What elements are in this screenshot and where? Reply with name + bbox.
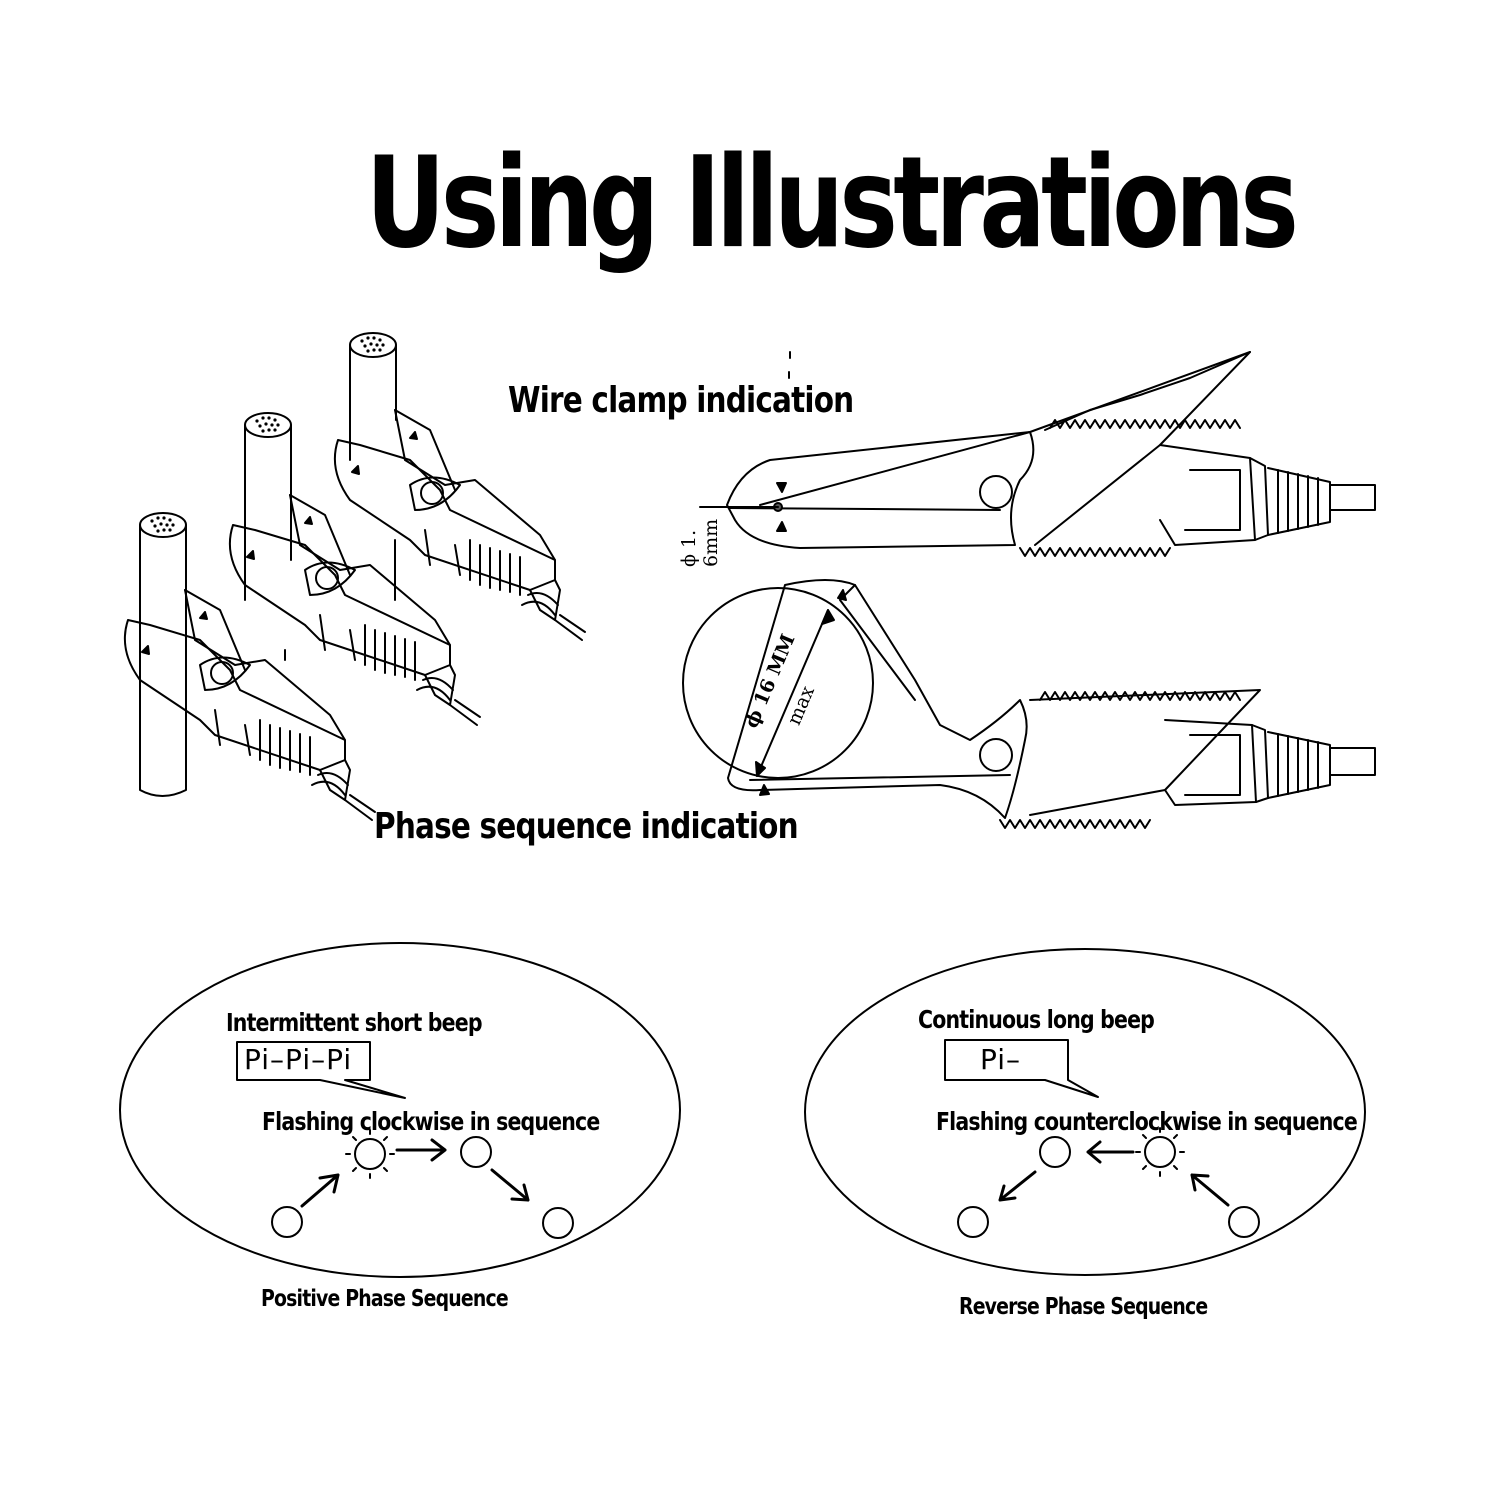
left-clamp-3 (333, 409, 586, 641)
wire-clamp-label: Wire clamp indication (508, 380, 854, 421)
left-clamp-2 (228, 494, 481, 726)
arrow-icon (1190, 1173, 1230, 1207)
reverse-lamps (957, 1127, 1260, 1238)
arrow-icon (490, 1168, 530, 1202)
right-clamp-closed (699, 351, 1376, 557)
lamp-icon (1039, 1136, 1071, 1168)
bus-bar-2 (244, 412, 292, 661)
positive-caption: Positive Phase Sequence (261, 1286, 509, 1312)
positive-beep-sound: Pi–Pi–Pi (244, 1043, 353, 1076)
arrow-icon (300, 1173, 340, 1208)
bus-bar-1 (139, 512, 187, 797)
arrow-icon (998, 1170, 1037, 1202)
positive-speech-box (236, 1041, 406, 1099)
reverse-oval (804, 948, 1366, 1276)
lamp-icon (1228, 1206, 1260, 1238)
lamp-icon (271, 1206, 303, 1238)
positive-flash-label: Flashing clockwise in sequence (262, 1107, 600, 1136)
positive-oval (119, 942, 681, 1278)
lamp-icon (460, 1136, 492, 1168)
reverse-caption: Reverse Phase Sequence (959, 1294, 1208, 1320)
page-title: Using Illustrations (365, 129, 1299, 276)
left-clamp-1 (123, 589, 376, 821)
lamp-lit-icon (1144, 1136, 1176, 1168)
bus-bar-3 (349, 332, 397, 601)
reverse-speech-box (944, 1039, 1099, 1098)
reverse-beep-label: Continuous long beep (918, 1005, 1155, 1034)
positive-beep-label: Intermittent short beep (226, 1008, 483, 1037)
lamp-icon (542, 1207, 574, 1239)
reverse-flash-label: Flashing counterclockwise in sequence (936, 1107, 1358, 1136)
right-clamp-open (682, 579, 1376, 829)
positive-lamps (271, 1129, 574, 1239)
lamp-icon (957, 1206, 989, 1238)
reverse-beep-sound: Pi– (980, 1043, 1022, 1076)
arrow-icon (1086, 1140, 1135, 1164)
arrow-icon (395, 1138, 447, 1162)
dimension-small: ϕ 1. 6mm (678, 518, 722, 567)
lamp-lit-icon (354, 1138, 386, 1170)
phase-sequence-label: Phase sequence indication (374, 806, 799, 847)
